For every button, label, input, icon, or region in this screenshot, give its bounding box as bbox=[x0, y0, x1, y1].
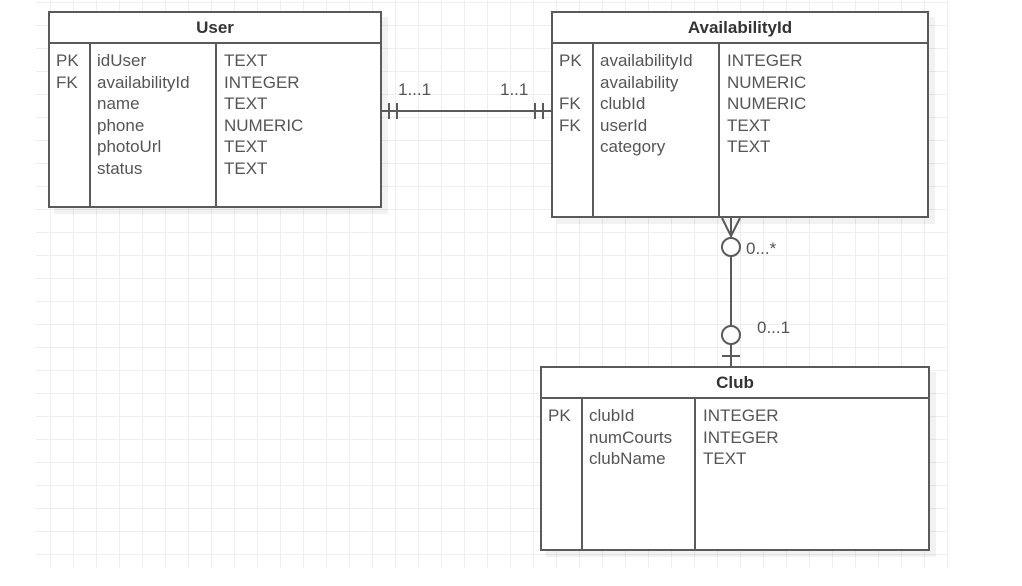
field-name: idUser bbox=[97, 51, 147, 70]
field-name: availabilityId bbox=[600, 51, 693, 70]
entity-title: User bbox=[50, 13, 380, 44]
field-type: TEXT bbox=[727, 115, 771, 135]
entity-body: PK clubId numCourts clubName INTEGER INT… bbox=[542, 399, 928, 549]
field-key bbox=[559, 136, 592, 158]
name-column: idUser availabilityId name phone photoUr… bbox=[91, 44, 217, 206]
field-type: INTEGER bbox=[727, 51, 803, 70]
field-name: status bbox=[97, 158, 143, 178]
key-column: PK bbox=[542, 399, 583, 549]
name-column: clubId numCourts clubName bbox=[583, 399, 696, 549]
field-key bbox=[56, 115, 89, 137]
field-type: NUMERIC bbox=[727, 72, 807, 92]
field-name: availability bbox=[600, 72, 679, 92]
field-key: FK bbox=[56, 72, 78, 92]
field-name: clubId bbox=[600, 94, 646, 113]
field-key bbox=[548, 427, 581, 449]
field-name: availabilityId bbox=[97, 72, 190, 92]
key-column: PK FK bbox=[50, 44, 91, 206]
entity-title: AvailabilityId bbox=[553, 13, 927, 44]
field-type: TEXT bbox=[224, 94, 268, 113]
field-name: userId bbox=[600, 115, 648, 135]
cardinality-label: 0...1 bbox=[757, 318, 791, 337]
field-type: NUMERIC bbox=[224, 115, 304, 135]
type-column: INTEGER NUMERIC NUMERIC TEXT TEXT bbox=[720, 44, 927, 216]
field-type: TEXT bbox=[224, 51, 268, 70]
field-key bbox=[559, 72, 592, 94]
field-type: INTEGER bbox=[224, 72, 300, 92]
field-key bbox=[56, 136, 89, 158]
type-column: INTEGER INTEGER TEXT bbox=[696, 399, 928, 549]
cardinality-label: 1..1 bbox=[500, 80, 529, 99]
field-name: category bbox=[600, 137, 666, 156]
field-key: PK bbox=[56, 51, 79, 70]
field-key: PK bbox=[548, 406, 571, 425]
field-type: TEXT bbox=[224, 158, 268, 178]
field-key bbox=[56, 93, 89, 115]
field-key: FK bbox=[559, 115, 581, 135]
field-name: name bbox=[97, 94, 140, 113]
entity-body: PK FK FK availabilityId availability clu… bbox=[553, 44, 927, 216]
field-name: clubId bbox=[589, 406, 635, 425]
cardinality-label: 0...* bbox=[746, 239, 777, 258]
field-name: phone bbox=[97, 115, 145, 135]
field-name: numCourts bbox=[589, 427, 673, 447]
entity-availabilityid[interactable]: AvailabilityId PK FK FK availabilityId a… bbox=[551, 11, 929, 218]
field-key bbox=[548, 448, 581, 470]
field-key: FK bbox=[559, 94, 581, 113]
field-name: clubName bbox=[589, 449, 666, 468]
entity-club[interactable]: Club PK clubId numCourts clubName INTEGE… bbox=[540, 366, 930, 551]
field-type: NUMERIC bbox=[727, 94, 807, 113]
field-type: TEXT bbox=[703, 449, 747, 468]
type-column: TEXT INTEGER TEXT NUMERIC TEXT TEXT bbox=[217, 44, 380, 206]
entity-user[interactable]: User PK FK idUser availabilityId name ph… bbox=[48, 11, 382, 208]
field-type: INTEGER bbox=[703, 427, 779, 447]
field-name: photoUrl bbox=[97, 137, 162, 156]
cardinality-label: 1...1 bbox=[398, 80, 432, 99]
field-key bbox=[56, 158, 89, 180]
field-type: INTEGER bbox=[703, 406, 779, 425]
key-column: PK FK FK bbox=[553, 44, 594, 216]
entity-title: Club bbox=[542, 368, 928, 399]
field-key: PK bbox=[559, 51, 582, 70]
name-column: availabilityId availability clubId userI… bbox=[594, 44, 720, 216]
field-type: TEXT bbox=[727, 137, 771, 156]
field-type: TEXT bbox=[224, 137, 268, 156]
entity-body: PK FK idUser availabilityId name phone p… bbox=[50, 44, 380, 206]
